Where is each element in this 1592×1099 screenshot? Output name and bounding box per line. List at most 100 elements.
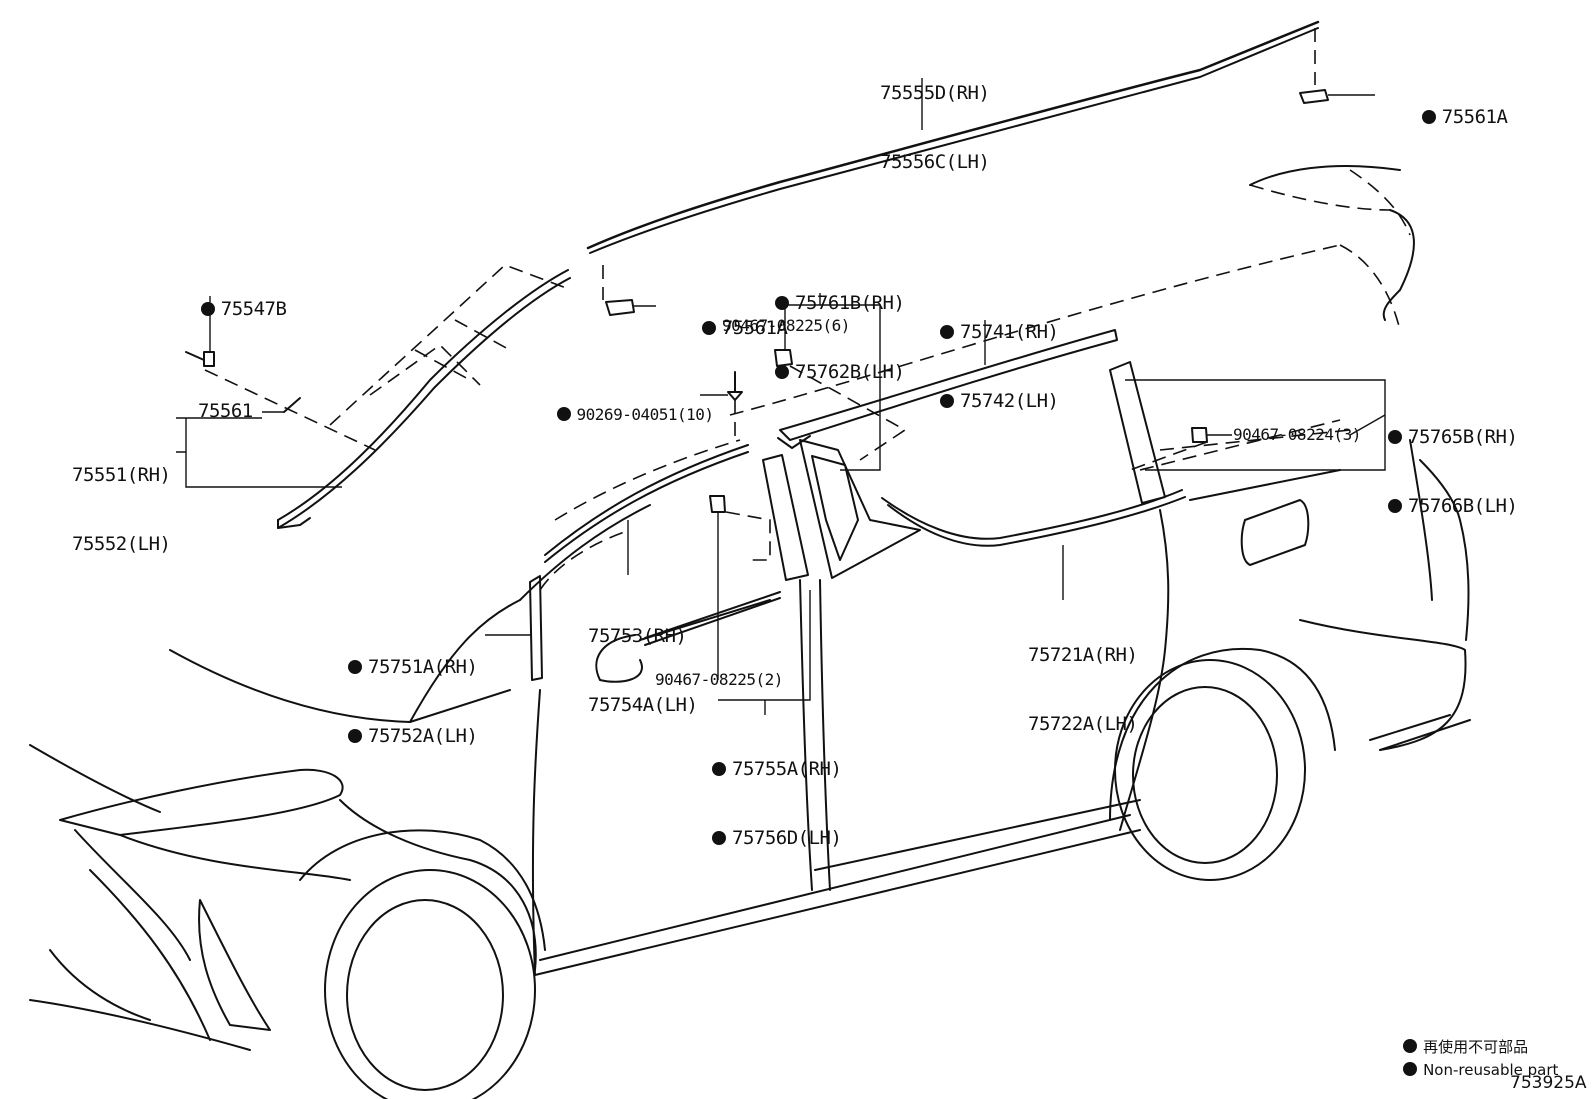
front-door-frame-moulding (544, 444, 749, 556)
callout-75761: 75761B(RH) 75762B(LH) (775, 246, 905, 430)
callout-75561a-top: 75561A (1378, 83, 1508, 152)
callout-90467-6: 90467-08225(6) (722, 316, 850, 335)
callout-75741-rh: 75741(RH) (960, 321, 1059, 343)
callout-75561a-mid: 75561A (658, 294, 788, 363)
rocker-line-2 (539, 814, 1131, 961)
callout-75551: 75551(RH) 75552(LH) (72, 418, 171, 602)
callout-75751-lh: 75752A(LH) (368, 725, 478, 747)
windshield-moulding (277, 269, 569, 521)
callout-90467-3: 90467-08224(3) (1233, 425, 1361, 444)
a-pillar-line (519, 504, 651, 601)
upper-side-moulding-end (777, 435, 811, 449)
non-reusable-dot (1388, 430, 1402, 444)
callout-75555: 75555D(RH) 75556C(LH) (880, 36, 990, 220)
slide-door-moulding-2 (881, 489, 1183, 540)
callout-75751-rh: 75751A(RH) (368, 656, 478, 678)
spoiler (1382, 209, 1415, 321)
callout-75547b: 75547B (157, 275, 287, 344)
non-reusable-dot (348, 729, 362, 743)
non-reusable-dot (775, 296, 789, 310)
slide-door-moulding (887, 496, 1186, 547)
b-pillar-right (799, 579, 813, 891)
roof-side-dashed (729, 244, 1341, 416)
hood-line (169, 649, 511, 723)
callout-75751: 75751A(RH) 75752A(LH) (348, 610, 478, 794)
callout-90269-label: 90269-04051(10) (576, 405, 715, 424)
rear-bumper (1379, 719, 1471, 751)
upper-side-moulding (779, 329, 1118, 441)
clip-75547b (185, 351, 215, 367)
leader-75551 (176, 417, 342, 488)
front-wheel-outer (324, 869, 536, 1099)
fuel-lid (1240, 499, 1310, 566)
rear-pillar-garnish (1109, 361, 1166, 504)
windshield-dashed-frame (329, 264, 567, 426)
roof-rear-solid (1249, 165, 1401, 186)
callout-75561a-top-label: 75561A (1441, 106, 1508, 128)
callout-75551-lh: 75552(LH) (72, 533, 171, 555)
non-reusable-dot (1421, 110, 1436, 124)
belt-moulding (644, 591, 781, 639)
c-pillar-inner (811, 455, 859, 561)
non-reusable-dot (940, 325, 954, 339)
callout-75741-lh: 75742(LH) (960, 390, 1059, 412)
belt-moulding-2 (644, 597, 781, 646)
front-wheel-inner (346, 899, 504, 1091)
roof-moulding (586, 20, 1320, 250)
front-door-dashed (554, 439, 741, 521)
front-pillar-garnish (529, 575, 543, 681)
mirror (595, 634, 643, 683)
rear-pillar (1409, 439, 1433, 601)
callout-75753-lh: 75754A(LH) (588, 694, 698, 716)
roof-moulding-2 (589, 27, 1319, 254)
c-pillar-applique (799, 439, 921, 579)
legend-dot (1403, 1039, 1418, 1053)
rear-bumper-2 (1369, 714, 1451, 741)
grille-side (89, 869, 211, 1041)
callout-75765: 75765B(RH) 75766B(LH) (1388, 380, 1518, 564)
callout-75721-rh: 75721A(RH) (1028, 644, 1138, 666)
leader-75765 (1125, 379, 1386, 471)
b-pillar-left (819, 579, 831, 891)
callout-75761-lh: 75762B(LH) (795, 361, 905, 383)
front-door-front (531, 689, 541, 976)
non-reusable-dot (348, 660, 362, 674)
callout-75755: 75755A(RH) 75756D(LH) (712, 712, 842, 896)
clip-75561 (283, 397, 301, 413)
drawing-code: 753925A (1510, 1073, 1587, 1093)
callout-75555-rh: 75555D(RH) (880, 82, 990, 104)
callout-90269: 90269-04051(10) (520, 385, 714, 445)
front-door-dashed-2 (539, 529, 631, 591)
tail-lamp (1419, 459, 1470, 641)
rear-quarter-upper (1189, 469, 1341, 501)
legend-non-reusable-en: Non-reusable part (1384, 1043, 1558, 1097)
legend-dot (1403, 1062, 1418, 1076)
callout-75547b-label: 75547B (220, 298, 287, 320)
front-fender (339, 799, 537, 971)
grille-outer (74, 829, 191, 961)
callout-75765-lh: 75766B(LH) (1408, 495, 1518, 517)
rear-garnish-dashed (1129, 419, 1351, 471)
non-reusable-dot (556, 407, 571, 421)
clip-leaders (204, 365, 907, 561)
rear-quarter (1299, 619, 1467, 751)
callout-75741: 75741(RH) 75742(LH) (940, 275, 1059, 459)
rear-wheel-inner (1132, 686, 1278, 864)
windshield-base (409, 599, 521, 723)
fog-lamp-left (198, 899, 271, 1031)
callout-75551-rh: 75551(RH) (72, 464, 171, 486)
non-reusable-dot (940, 394, 954, 408)
non-reusable-dot (712, 762, 726, 776)
callout-90467-2: 90467-08225(2) (655, 670, 783, 689)
non-reusable-dot (712, 831, 726, 845)
leader-90467-2 (717, 512, 811, 701)
clip-75561a-top (1299, 89, 1329, 104)
roof-rear-contour (1249, 184, 1391, 211)
front-bumper-upper (119, 834, 351, 881)
roof-side-dashed-2 (1339, 244, 1401, 331)
callout-75753: 75753(RH) 75754A(LH) (588, 579, 698, 763)
b-pillar-garnish (762, 454, 809, 581)
callout-75721: 75721A(RH) 75722A(LH) (1028, 598, 1138, 782)
